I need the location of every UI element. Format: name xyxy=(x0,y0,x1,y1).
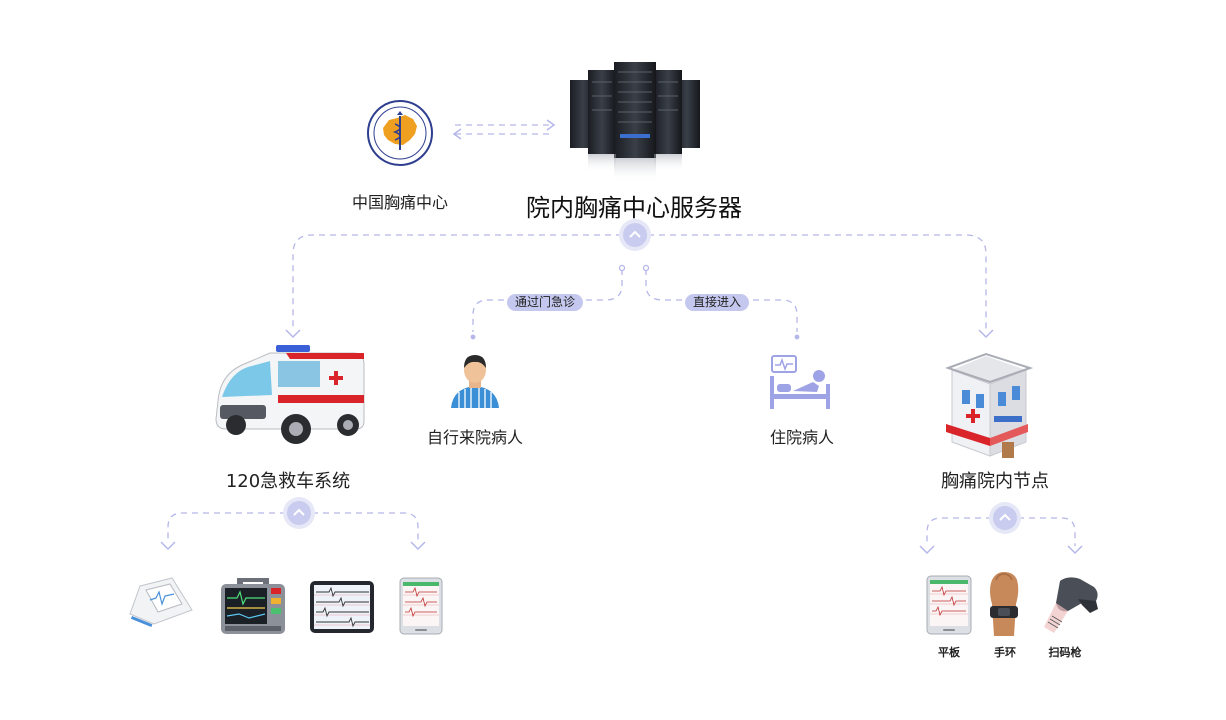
collapse-toggle-node[interactable] xyxy=(993,506,1017,530)
chevron-up-icon xyxy=(999,513,1011,521)
ambulance-icon xyxy=(208,343,370,446)
ecg-machine-icon xyxy=(126,574,196,634)
tablet-icon xyxy=(926,575,972,635)
device-label-tablet: 平板 xyxy=(938,646,960,659)
server-rack-icon xyxy=(568,62,702,184)
hospital-node-label: 胸痛院内节点 xyxy=(941,471,1049,492)
collapse-toggle-ambulance[interactable] xyxy=(287,501,311,525)
tablet-monitor-icon xyxy=(309,580,375,636)
device-label-wristband: 手环 xyxy=(994,646,1016,659)
china-chest-pain-center-logo xyxy=(367,100,433,166)
route-pill-walk-in: 通过门急诊 xyxy=(507,294,584,311)
server-label: 院内胸痛中心服务器 xyxy=(526,194,742,222)
inpatient-label: 住院病人 xyxy=(769,428,834,447)
vital-monitor-icon xyxy=(219,576,287,636)
china-center-label: 中国胸痛中心 xyxy=(351,193,448,212)
hospital-building-icon xyxy=(938,352,1034,462)
barcode-scanner-icon xyxy=(1038,575,1102,635)
hospital-bed-icon xyxy=(767,354,833,410)
chevron-up-icon xyxy=(629,230,641,238)
collapse-toggle-server[interactable] xyxy=(623,223,647,247)
ambulance-system-label: 120急救车系统 xyxy=(225,471,351,492)
ecg-tablet-icon xyxy=(399,577,443,635)
chevron-up-icon xyxy=(293,508,305,516)
patient-icon xyxy=(449,352,501,408)
route-pill-inpatient: 直接进入 xyxy=(685,294,750,311)
wristband-icon xyxy=(984,570,1024,636)
device-label-scanner: 扫码枪 xyxy=(1048,646,1082,659)
walk-in-patient-label: 自行来院病人 xyxy=(426,428,523,447)
